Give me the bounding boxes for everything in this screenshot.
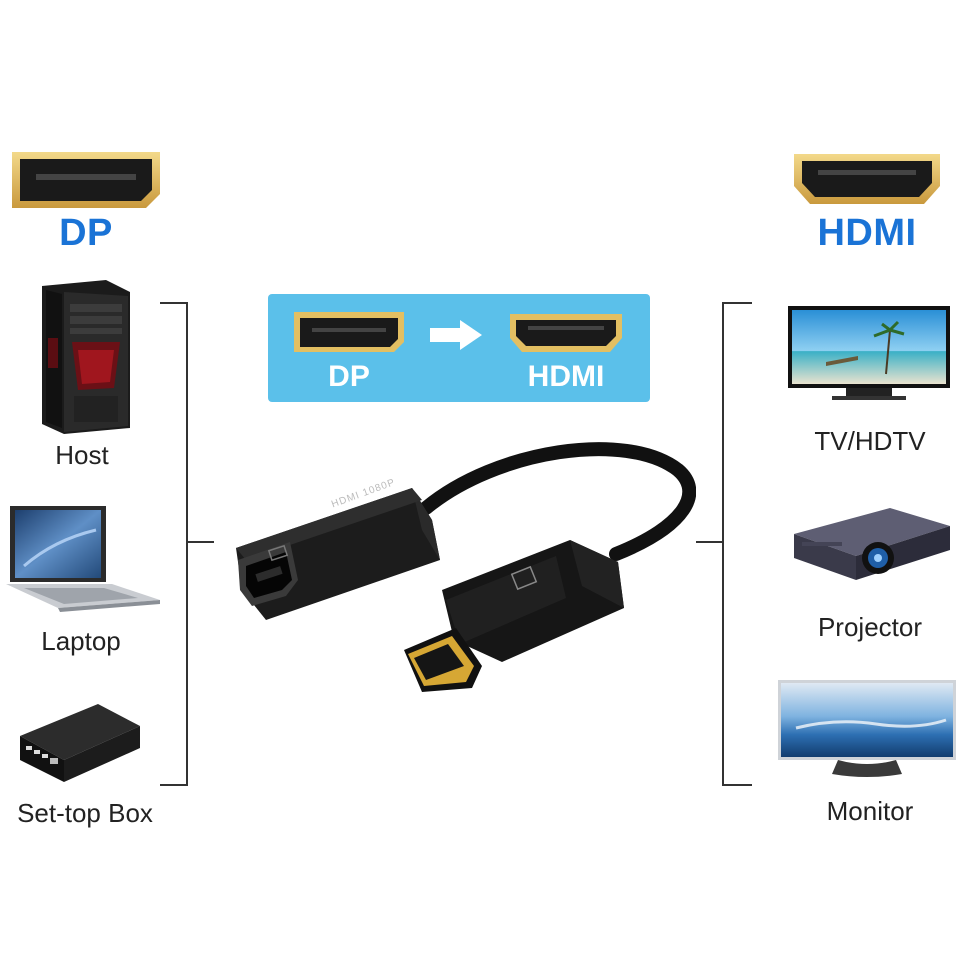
hdmi-port-icon xyxy=(792,152,942,206)
projector-label: Projector xyxy=(817,612,923,642)
pc-tower-icon xyxy=(34,278,132,436)
arrow-right-icon xyxy=(428,318,484,352)
tv-label: TV/HDTV xyxy=(814,426,926,456)
tv-icon xyxy=(786,304,952,404)
host-label: Host xyxy=(55,440,109,470)
set-top-box-icon xyxy=(14,700,144,786)
banner-dp-port-icon xyxy=(292,310,406,354)
set-top-box-label: Set-top Box xyxy=(17,798,153,828)
banner-dp-label: DP xyxy=(328,360,370,393)
left-bracket-tick xyxy=(188,541,214,543)
conversion-banner: DP HDMI xyxy=(268,294,650,402)
dp-port-label: DP xyxy=(59,212,113,254)
projector-icon xyxy=(790,504,954,586)
right-bracket-tick xyxy=(696,541,722,543)
laptop-icon xyxy=(4,500,164,612)
dp-port-icon xyxy=(10,150,162,210)
banner-hdmi-port-icon xyxy=(508,312,624,354)
left-bracket xyxy=(160,302,188,786)
adapter-product xyxy=(226,430,696,700)
banner-hdmi-label: HDMI xyxy=(527,360,605,393)
hdmi-port-label: HDMI xyxy=(817,212,917,254)
laptop-label: Laptop xyxy=(41,626,121,656)
right-bracket xyxy=(722,302,752,786)
monitor-icon xyxy=(776,678,958,780)
monitor-label: Monitor xyxy=(826,796,914,826)
